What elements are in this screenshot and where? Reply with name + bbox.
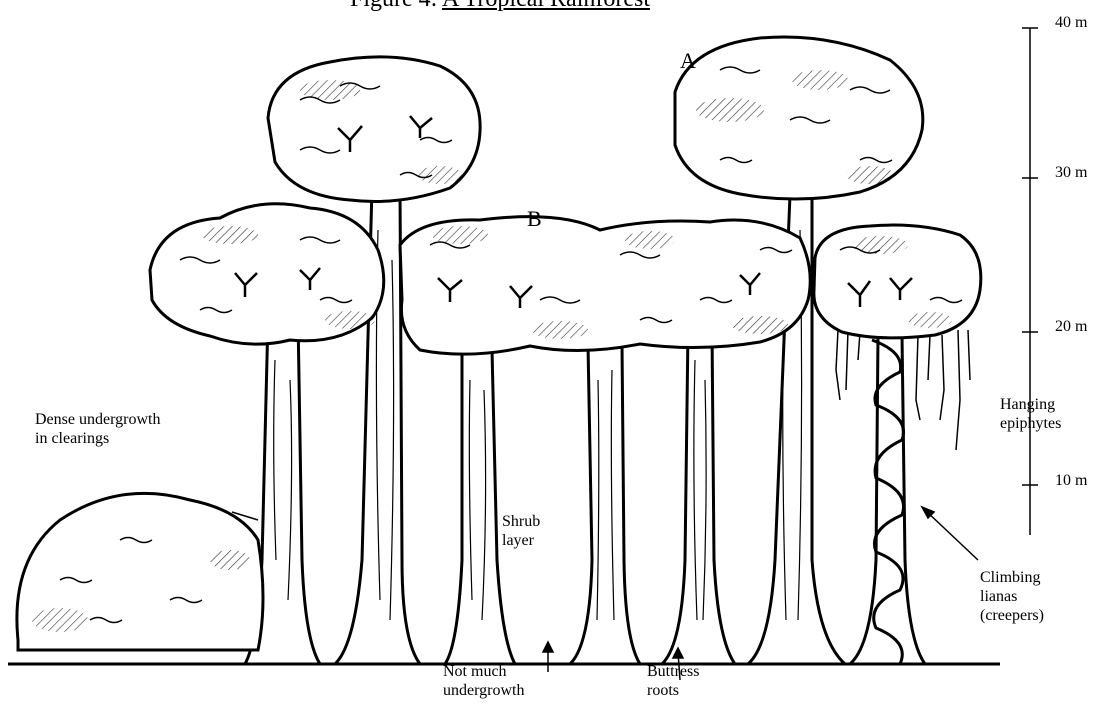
label-dense-undergrowth: Dense undergrowth in clearings [35,410,160,448]
height-scale [1022,28,1038,535]
scale-label-20m: 20 m [1055,318,1087,336]
figure-title-prefix: Figure 4: [350,0,437,12]
trunk-3 [445,350,515,664]
scale-label-30m: 30 m [1055,164,1087,182]
figure-title: Figure 4: A Tropical Rainforest [350,0,650,13]
label-shrub-layer: Shrub layer [502,512,540,550]
trunk-4 [570,345,640,664]
scale-label-10m: 10 m [1055,472,1087,490]
label-not-much-undergrowth: Not much undergrowth [443,662,524,700]
label-climbing-lianas: Climbing lianas (creepers) [980,568,1044,626]
canopies [17,37,981,650]
label-buttress-roots: Buttress roots [647,662,699,700]
label-hanging-epiphytes: Hanging epiphytes [1000,395,1061,433]
label-b: B [527,206,542,232]
trunk-5 [662,330,735,664]
trunk-7 [850,335,925,664]
figure-title-name: A Tropical Rainforest [442,0,650,12]
scale-label-40m: 40 m [1055,14,1087,32]
label-a: A [680,48,696,74]
